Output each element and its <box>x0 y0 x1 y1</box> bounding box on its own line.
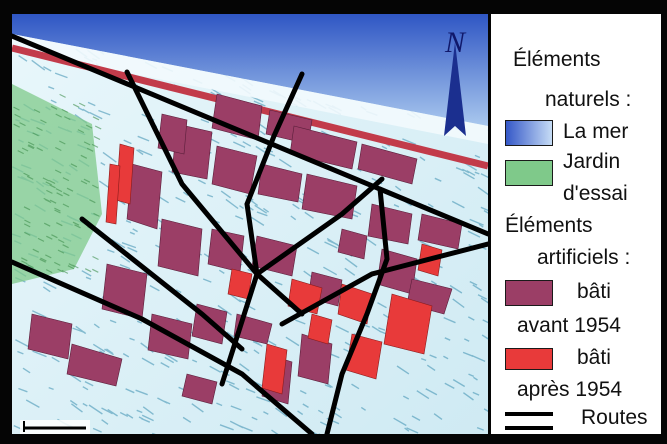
legend-roads-label: Routes <box>581 406 648 429</box>
sea-swatch <box>505 120 553 146</box>
north-arrow-icon: N <box>444 26 467 136</box>
legend-garden-label-2: d'essai <box>563 182 628 205</box>
legend-artificial-heading: Éléments <box>505 214 593 237</box>
legend-built-before-label-2: avant 1954 <box>517 314 621 337</box>
garden-texture <box>13 93 102 274</box>
built-after-1954 <box>105 143 443 395</box>
scale-bar-icon <box>20 420 90 434</box>
garden-swatch <box>505 160 553 186</box>
legend-built-after-label-2: après 1954 <box>517 378 623 401</box>
legend-built-before-label: bâti <box>577 280 611 303</box>
roads <box>12 33 488 434</box>
built-before-1954-swatch <box>505 280 553 306</box>
coastal-strip <box>12 34 488 144</box>
legend-built-after-label: bâti <box>577 346 611 369</box>
legend-garden-label: Jardin <box>563 150 621 173</box>
built-before-1954 <box>27 93 463 405</box>
legend-natural-heading-2: naturels : <box>545 88 632 111</box>
legend-natural-heading: Éléments <box>513 48 601 71</box>
legend: Éléments naturels : La mer Jardin d'essa… <box>491 14 661 434</box>
svg-text:N: N <box>444 26 467 59</box>
map-area: N <box>12 14 488 434</box>
sea-area <box>12 14 488 126</box>
map-canvas: N <box>12 14 488 434</box>
roads-swatch <box>505 412 553 430</box>
legend-sea-label: La mer <box>563 120 629 143</box>
legend-artificial-heading-2: artificiels : <box>537 246 631 269</box>
built-after-1954-swatch <box>505 348 553 370</box>
